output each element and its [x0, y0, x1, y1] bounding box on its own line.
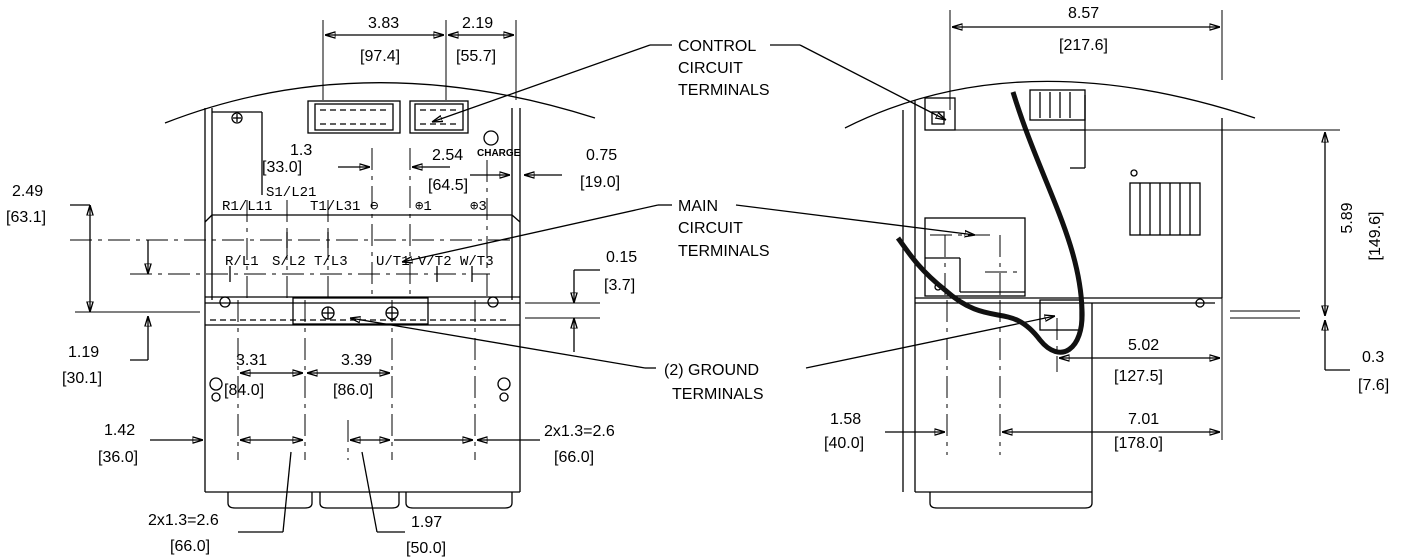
dim-55-7: [55.7] [456, 48, 496, 65]
control-terminal-block-a [307, 100, 401, 134]
dim-2x1-3-right: 2x1.3=2.6 [544, 423, 615, 440]
dim-2-49: 2.49 [12, 183, 43, 200]
front-view: CHARGE [70, 20, 596, 509]
dim-50-0: [50.0] [406, 540, 446, 557]
side-main-terminal-box [924, 217, 1026, 297]
dim-1-58: 1.58 [830, 411, 861, 428]
dim-63-1: [63.1] [6, 209, 46, 226]
dim-0-15: 0.15 [606, 249, 637, 266]
dim-8-57: 8.57 [1068, 5, 1099, 22]
callout-ground-2: TERMINALS [672, 386, 764, 403]
dim-1-97: 1.97 [411, 514, 442, 531]
terminal-plus1: ⊕1 [415, 199, 432, 215]
dim-217-6: [217.6] [1059, 37, 1108, 54]
dim-178-0: [178.0] [1114, 435, 1163, 452]
callouts: CONTROL CIRCUIT TERMINALS MAIN CIRCUIT T… [350, 38, 1055, 403]
terminal-v-t2: V/T2 [418, 254, 452, 270]
charge-lamp [483, 130, 499, 146]
front-terminal-labels: S1/L21 R1/L11 T1/L31 ⊖ ⊕1 ⊕3 R/L1 S/L2 T… [222, 185, 494, 270]
dim-86-0: [86.0] [333, 382, 373, 399]
dim-1-19: 1.19 [68, 344, 99, 361]
dim-2-19: 2.19 [462, 15, 493, 32]
dim-7-6: [7.6] [1358, 377, 1389, 394]
dim-149-6: [149.6] [1367, 212, 1384, 261]
callout-control-3: TERMINALS [678, 82, 770, 99]
dim-127-5: [127.5] [1114, 368, 1163, 385]
callout-main-1: MAIN [678, 198, 718, 215]
charge-label: CHARGE [477, 148, 521, 159]
terminal-s-l2: S/L2 [272, 254, 306, 270]
dim-1-3: 1.3 [290, 142, 312, 159]
dim-5-02: 5.02 [1128, 337, 1159, 354]
terminal-plus3: ⊕3 [470, 199, 487, 215]
dim-0-3: 0.3 [1362, 349, 1384, 366]
dim-7-01: 7.01 [1128, 411, 1159, 428]
side-cable [895, 91, 1085, 355]
dim-2x1-3-bottom: 2x1.3=2.6 [148, 512, 219, 529]
dim-64-5: [64.5] [428, 177, 468, 194]
front-dimensions: 3.83 [97.4] 2.19 [55.7] 1.3 [33.0] 2.54 … [6, 15, 637, 557]
terminal-s1-l21: S1/L21 [266, 185, 316, 201]
dim-84-0: [84.0] [224, 382, 264, 399]
dim-3-39: 3.39 [341, 352, 372, 369]
callout-control-2: CIRCUIT [678, 60, 743, 77]
callout-main-3: TERMINALS [678, 243, 770, 260]
side-dimensions: 8.57 [217.6] 5.89 [149.6] 0.3 [7.6] 5.02… [824, 5, 1389, 452]
dim-40-0: [40.0] [824, 435, 864, 452]
side-top-curve [844, 80, 1256, 129]
side-view [844, 80, 1340, 509]
dim-66-0-right: [66.0] [554, 449, 594, 466]
terminal-w-t3: W/T3 [460, 254, 494, 270]
dim-0-75: 0.75 [586, 147, 617, 164]
dim-19-0: [19.0] [580, 174, 620, 191]
callout-main-2: CIRCUIT [678, 220, 743, 237]
callout-control-1: CONTROL [678, 38, 756, 55]
terminal-r1-l11: R1/L11 [222, 199, 272, 215]
dim-3-7: [3.7] [604, 277, 635, 294]
terminal-t1-l31: T1/L31 [310, 199, 360, 215]
control-terminal-block-b [409, 100, 469, 134]
dim-33-0: [33.0] [262, 159, 302, 176]
dim-2-54: 2.54 [432, 147, 463, 164]
dim-30-1: [30.1] [62, 370, 102, 387]
dim-3-31: 3.31 [236, 352, 267, 369]
front-top-curve [164, 82, 596, 124]
terminal-t-l3: T/L3 [314, 254, 348, 270]
dim-66-0-bottom: [66.0] [170, 538, 210, 555]
terminal-r-l1: R/L1 [225, 254, 259, 270]
terminal-minus: ⊖ [370, 199, 379, 215]
dim-36-0: [36.0] [98, 449, 138, 466]
dim-1-42: 1.42 [104, 422, 135, 439]
dim-97-4: [97.4] [360, 48, 400, 65]
callout-ground-1: (2) GROUND [664, 362, 759, 379]
dim-5-89: 5.89 [1339, 202, 1356, 233]
dim-3-83: 3.83 [368, 15, 399, 32]
